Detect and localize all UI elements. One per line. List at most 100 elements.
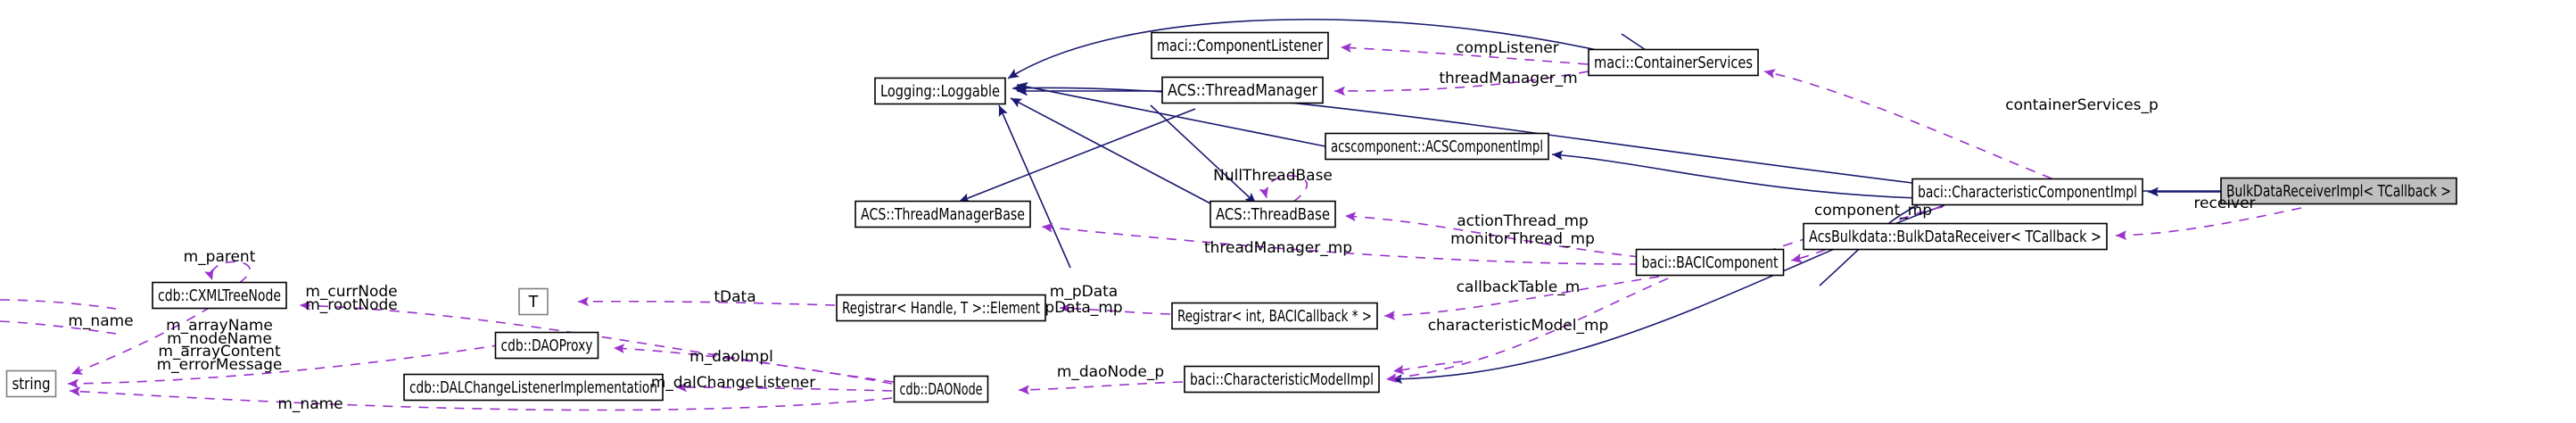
edge-loggable-characteristiccomponentimpl (1011, 83, 1913, 184)
node-box (518, 287, 549, 316)
node-box (1635, 248, 1785, 277)
node-cdb-daonode[interactable]: cdb::DAONode (893, 375, 989, 403)
node-logging-loggable[interactable]: Logging::Loggable (874, 77, 1006, 105)
edge-usage-m-parent-selfloop (204, 261, 251, 284)
edge-usage-m-name-daonode (69, 386, 893, 411)
edge-label: component_mp (1814, 202, 1932, 220)
edge-usage-containerservices-p (1763, 69, 2052, 179)
node-maci-componentlistener[interactable]: maci::ComponentListener (1151, 31, 1329, 60)
node-label: AcsBulkdata::BulkDataReceiver< TCallback… (1809, 228, 2101, 246)
node-box (893, 375, 989, 403)
node-cdb-cxmltreenode[interactable]: cdb::CXMLTreeNode (152, 281, 287, 310)
edge-label: receiver (2193, 195, 2255, 212)
edge-label: characteristicModel_mp (1428, 317, 1609, 335)
node-acs-threadbase[interactable]: ACS::ThreadBase (1210, 200, 1336, 228)
node-label: Registrar< int, BACICallback * > (1177, 308, 1372, 326)
node-box (1803, 222, 2108, 251)
node-cdb-dalchangelistenerimplementation[interactable]: cdb::DALChangeListenerImplementation (403, 373, 664, 402)
node-label: Logging::Loggable (880, 83, 1000, 101)
edge-containerservices-stub (1621, 33, 1647, 51)
nodes-layer: BulkDataReceiverImpl< TCallback >baci::C… (5, 31, 2457, 403)
node-cdb-daoproxy[interactable]: cdb::DAOProxy (494, 331, 599, 360)
node-label: cdb::DAONode (900, 381, 983, 399)
node-label: cdb::DAOProxy (501, 337, 593, 355)
edge-loggable-threadbase (1010, 97, 1211, 204)
edge-label: monitorThread_mp (1450, 230, 1595, 248)
edge-usage-m-dalchangelistener (675, 382, 893, 393)
node-label: T (528, 294, 539, 311)
node-acscomponent-acscomponentimpl[interactable]: acscomponent::ACSComponentImpl (1325, 132, 1549, 161)
node-label: cdb::CXMLTreeNode (158, 287, 281, 305)
node-string[interactable]: string (5, 369, 57, 398)
edge-threadbase-threadmanager (1150, 104, 1257, 204)
edge-label: m_nodeName (167, 330, 272, 348)
edge-label: m_arrayContent (158, 343, 281, 361)
node-box (874, 77, 1006, 105)
node-label: string (12, 376, 51, 394)
edge-usage-left-stub-2 (0, 320, 117, 335)
edge-usage-m-daonode-p (1018, 381, 1184, 395)
node-acs-threadmanager[interactable]: ACS::ThreadManager (1161, 76, 1324, 104)
node-box (1171, 302, 1378, 330)
node-box (1325, 132, 1549, 161)
edge-label: m_name (68, 312, 133, 330)
node-baci-bacicomponent[interactable]: baci::BACIComponent (1635, 248, 1785, 277)
node-box (5, 369, 57, 398)
edge-label: actionThread_mp (1457, 212, 1589, 230)
edge-acscomponentimpl-characteristiccomponentimpl (1551, 150, 1919, 199)
edge-usage-actionthread-mp (1344, 212, 1640, 258)
edge-label: m_currNode (305, 283, 397, 301)
node-label: BulkDataReceiverImpl< TCallback > (2226, 183, 2451, 201)
node-box (403, 373, 664, 402)
edge-label: containerServices_p (2005, 96, 2159, 114)
node-baci-characteristiccomponentimpl[interactable]: baci::CharacteristicComponentImpl (1911, 178, 2143, 206)
node-box (152, 281, 287, 310)
edge-usage-string-attrs (67, 338, 538, 389)
edge-label: m_name (277, 395, 343, 413)
node-label: acscomponent::ACSComponentImpl (1331, 138, 1543, 156)
node-label: maci::ComponentListener (1157, 37, 1324, 55)
edge-label: NullThreadBase (1213, 167, 1333, 185)
edge-usage-tdata (577, 296, 836, 307)
edge-label: threadManager_m (1439, 70, 1577, 87)
node-baci-characteristicmodelimpl[interactable]: baci::CharacteristicModelImpl (1184, 365, 1380, 394)
node-label: ACS::ThreadManagerBase (861, 206, 1025, 224)
edge-label: threadManager_mp (1204, 239, 1352, 257)
node-label: ACS::ThreadManager (1168, 82, 1318, 100)
node-label: baci::CharacteristicModelImpl (1190, 371, 1374, 389)
edge-usage-threadmanager-mp (1041, 222, 1640, 265)
edge-threadmanagerbase-threadmanager (958, 108, 1196, 203)
node-box (1588, 48, 1759, 77)
edge-label: m_parent (184, 248, 256, 266)
edge-label: m_arrayName (166, 317, 273, 335)
edge-label: callbackTable_m (1457, 278, 1581, 296)
node-label: maci::ContainerServices (1594, 54, 1753, 72)
edge-usage-threadmanager-m (1333, 70, 1589, 96)
edge-usage-receiver (2115, 207, 2302, 241)
edge-usage-component-mp (1790, 206, 1944, 263)
edge-label: m_pData (1050, 283, 1118, 301)
node-registrar-handle-t-element[interactable]: Registrar< Handle, T >::Element (836, 294, 1046, 322)
node-box (1210, 200, 1336, 228)
node-box (2220, 177, 2457, 205)
edge-label: m_errorMessage (157, 356, 283, 374)
node-bulkdatareceiverimpl-tcallback[interactable]: BulkDataReceiverImpl< TCallback > (2220, 177, 2457, 205)
node-t[interactable]: T (518, 287, 549, 316)
node-label: baci::BACIComponent (1642, 254, 1779, 272)
node-label: cdb::DALChangeListenerImplementation (409, 379, 657, 397)
edge-loggable-lower-left (998, 104, 1071, 269)
node-box (494, 331, 599, 360)
node-maci-containerservices[interactable]: maci::ContainerServices (1588, 48, 1759, 77)
node-acs-threadmanagerbase[interactable]: ACS::ThreadManagerBase (855, 200, 1031, 228)
edge-usage-complistener (1340, 43, 1589, 65)
edge-loggable-containerservices (1007, 18, 1598, 79)
edge-usage-m-name-cxml (70, 306, 211, 375)
edge-usage-left-stub (0, 299, 117, 310)
edge-labels-layer: compListenerthreadManager_mcontainerServ… (68, 39, 2255, 413)
node-registrar-int-bacicallback[interactable]: Registrar< int, BACICallback * > (1171, 302, 1378, 330)
node-box (855, 200, 1031, 228)
edge-label: m_daoNode_p (1057, 363, 1164, 381)
node-acsbulkdata-bulkdatareceiver-tcallback[interactable]: AcsBulkdata::BulkDataReceiver< TCallback… (1803, 222, 2108, 251)
edge-usage-nullthreadbase-selfloop (1259, 175, 1308, 203)
